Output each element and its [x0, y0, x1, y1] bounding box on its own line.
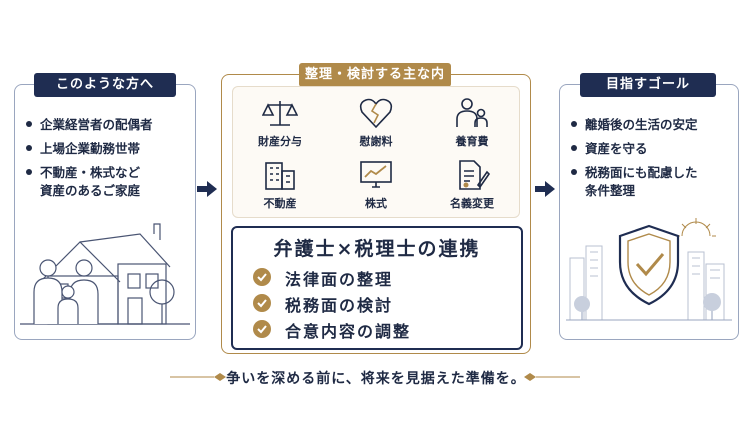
check-icon: [253, 320, 271, 338]
collaboration-box: 弁護士×税理士の連携 法律面の整理 税務面の検討 合意内容の調整: [231, 226, 523, 350]
shield-city-illustration: [566, 218, 732, 321]
target-item-1: 企業経営者の配偶者: [26, 116, 153, 134]
target-title: このような方へ: [34, 73, 176, 97]
goal-item-3: 税務面にも配慮した: [571, 164, 698, 182]
ornament-left-icon: [170, 373, 226, 381]
content-title: 整理・検討する主な内容: [299, 63, 451, 106]
ornament-right-icon: [524, 373, 580, 381]
arrow-right-icon: [197, 181, 217, 197]
content-grid: 財産分与 慰謝料 養育費 不動産: [232, 86, 520, 218]
cell-child-support: 養育費: [427, 93, 517, 155]
cell-consolation: 慰謝料: [331, 93, 421, 155]
target-item-4: 資産のあるご家庭: [40, 183, 141, 198]
stock-chart-icon: [360, 161, 392, 188]
collab-item-agreement: 合意内容の調整: [285, 322, 412, 341]
goal-item-2: 資産を守る: [571, 140, 648, 158]
broken-heart-icon: [359, 98, 393, 129]
check-icon: [253, 294, 271, 312]
arrow-right-icon: [535, 181, 555, 197]
scales-icon: [262, 101, 298, 126]
goal-item-1: 離婚後の生活の安定: [571, 116, 698, 134]
cell-stocks: 株式: [331, 155, 421, 217]
footer-message: 争いを深める前に、将来を見据えた準備を。: [226, 371, 526, 387]
goal-item-4: 条件整理: [585, 183, 636, 198]
goal-title: 目指すゴール: [580, 73, 716, 97]
cell-property-division: 財産分与: [235, 93, 325, 155]
building-icon: [265, 162, 295, 190]
target-item-2: 上場企業勤務世帯: [26, 140, 140, 158]
collab-item-tax: 税務面の検討: [285, 296, 394, 315]
collaboration-title: 弁護士×税理士の連携: [273, 238, 481, 260]
cell-real-estate: 不動産: [235, 155, 325, 217]
document-pen-icon: [459, 160, 490, 190]
collab-item-legal: 法律面の整理: [285, 270, 394, 289]
target-item-3: 不動産・株式など: [26, 164, 140, 182]
cell-title-transfer: 名義変更: [427, 155, 517, 217]
family-house-illustration: [20, 223, 190, 325]
parent-child-icon: [456, 98, 488, 127]
check-icon: [253, 268, 271, 286]
